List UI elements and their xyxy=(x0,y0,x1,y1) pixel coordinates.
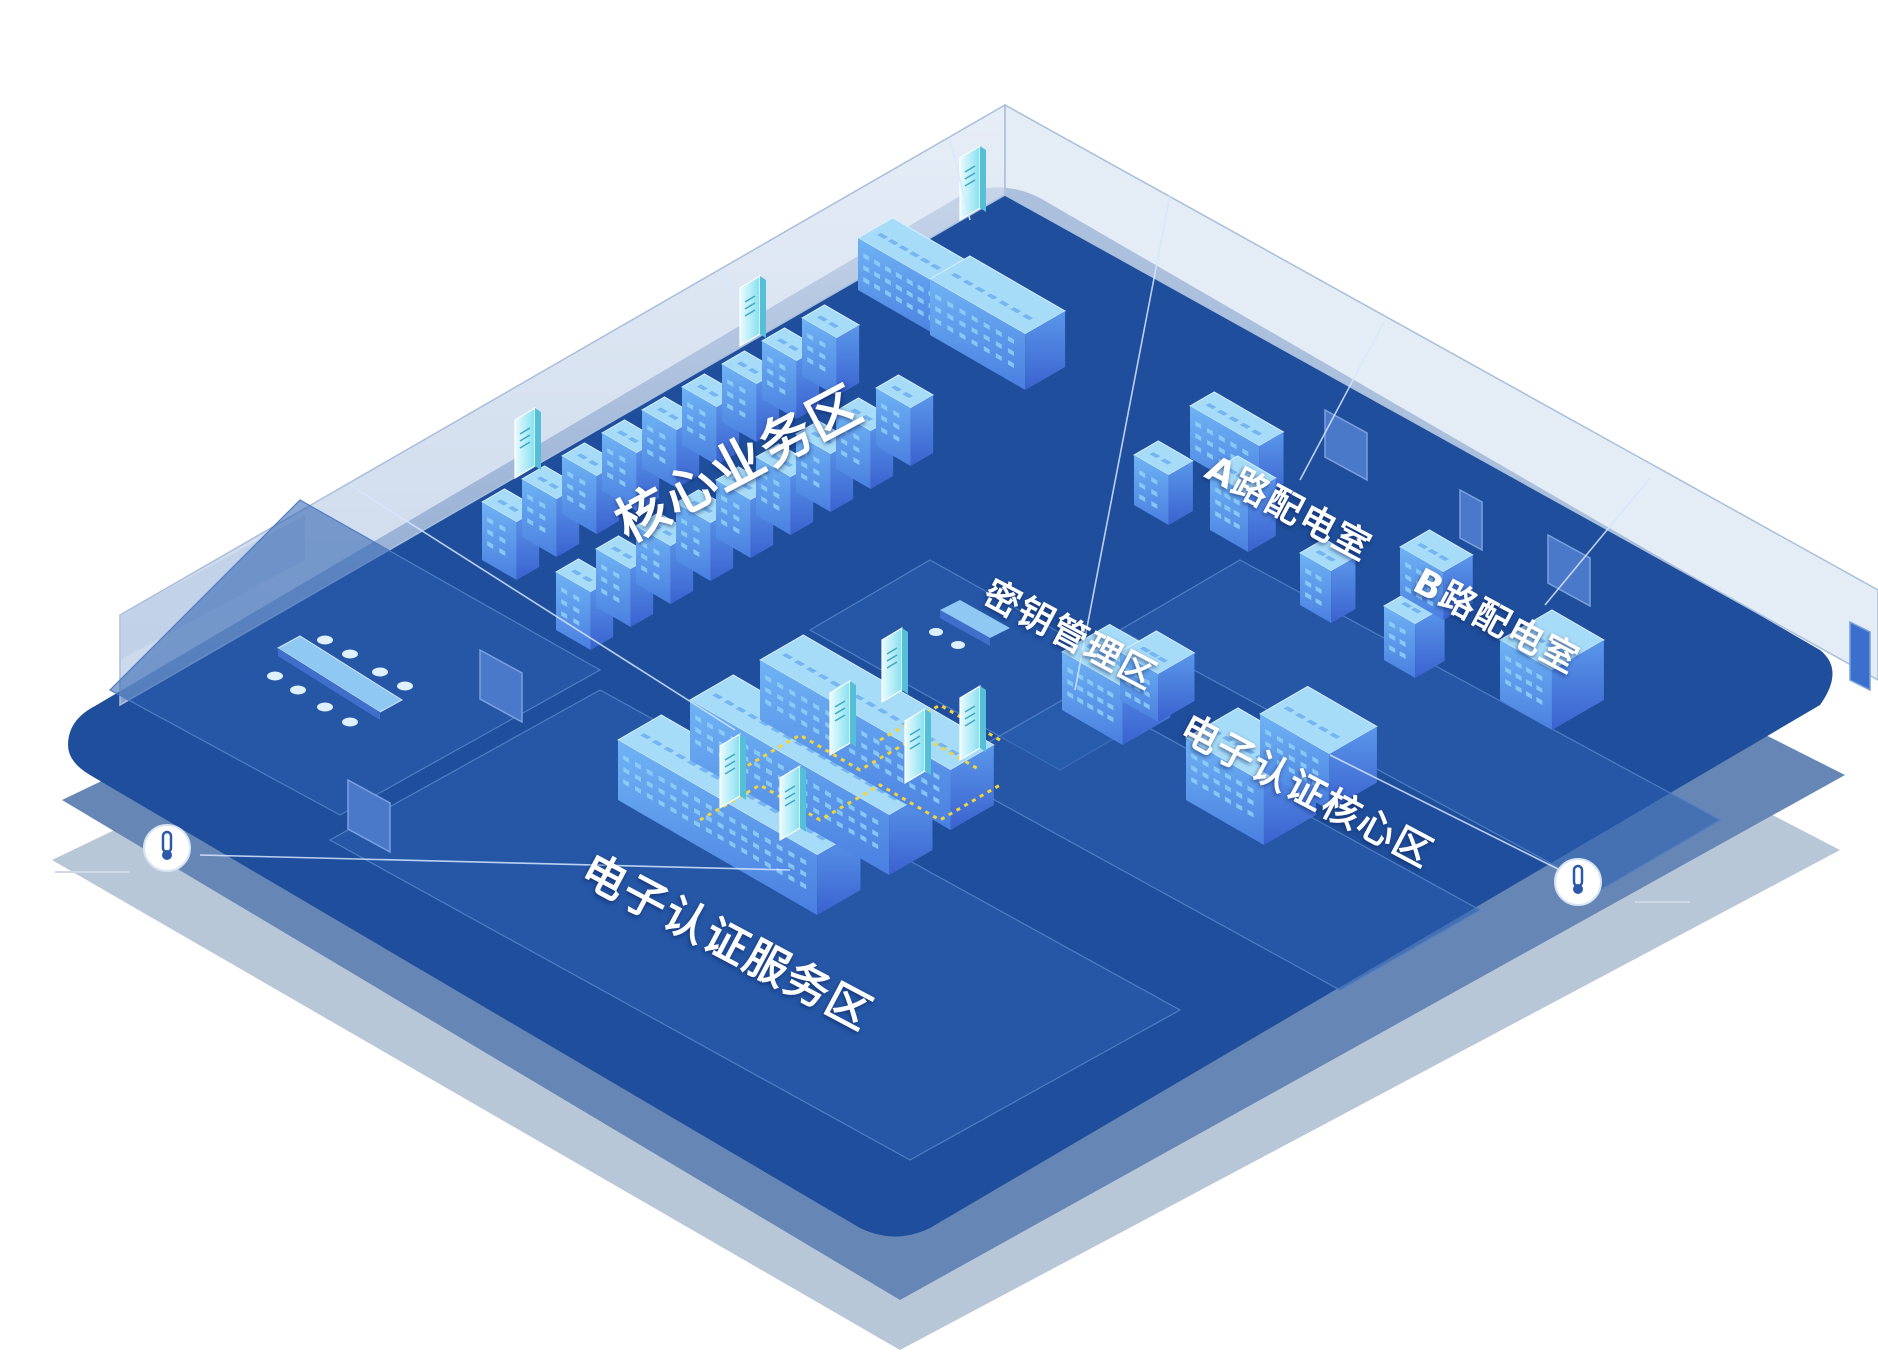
server-racks xyxy=(481,217,1605,915)
cctv-camera-icon xyxy=(959,684,986,762)
server-rack xyxy=(1259,685,1378,810)
server-rack xyxy=(1119,630,1196,722)
cctv-cameras xyxy=(514,144,986,842)
thermometer-sensor-icon xyxy=(55,824,191,873)
reception-table-icon xyxy=(929,600,1010,649)
server-rack xyxy=(801,304,861,396)
server-rack xyxy=(875,374,935,466)
sensor-beams xyxy=(199,139,1651,876)
cctv-camera-icon xyxy=(959,144,986,222)
meeting-table-icon xyxy=(267,635,413,727)
server-rack xyxy=(1383,588,1446,678)
cctv-camera-icon xyxy=(829,679,856,757)
server-rack xyxy=(1209,455,1277,552)
cctv-camera-icon xyxy=(904,707,931,785)
cctv-camera-icon xyxy=(779,764,806,842)
patrol-path xyxy=(699,703,1001,822)
cctv-camera-icon xyxy=(881,626,908,704)
server-rack xyxy=(929,255,1067,390)
wall-right-back xyxy=(1004,103,1878,681)
server-rack xyxy=(1499,609,1605,730)
partition-service xyxy=(328,689,1182,1161)
cctv-camera-icon xyxy=(514,406,541,480)
server-rack xyxy=(1299,538,1357,623)
server-rack xyxy=(1133,440,1194,525)
thermometer-sensor-icon xyxy=(1554,858,1690,906)
cctv-camera-icon xyxy=(719,732,746,810)
server-rack xyxy=(1399,529,1474,620)
cctv-camera-icon xyxy=(739,274,766,348)
